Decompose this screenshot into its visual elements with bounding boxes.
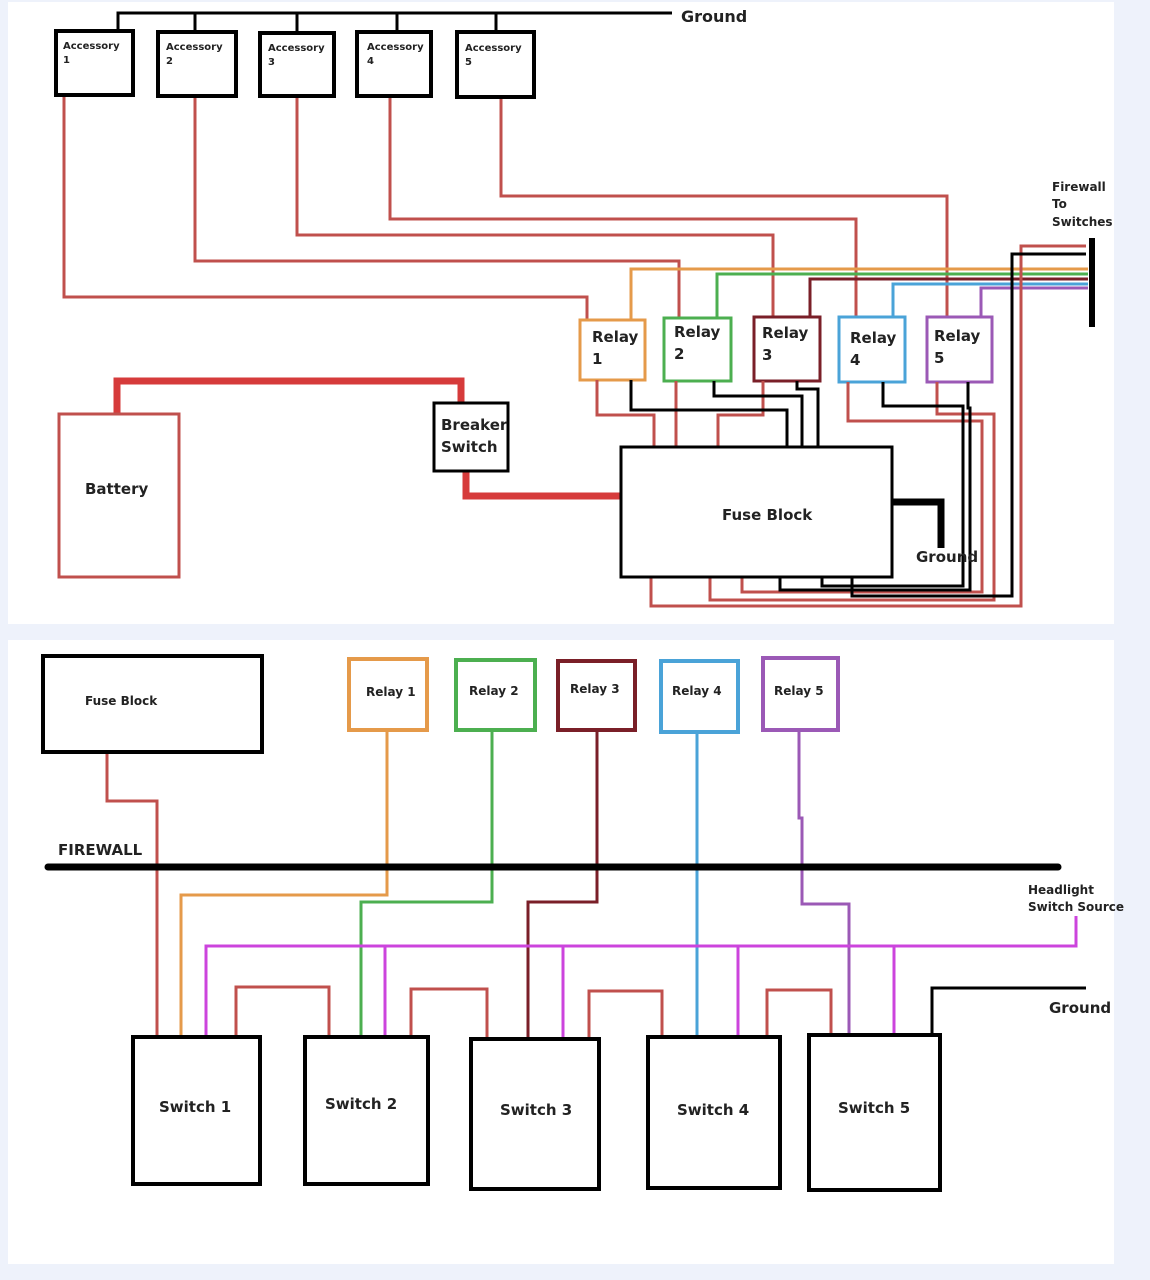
svg-text:4: 4	[850, 351, 860, 369]
accessory-5: Accessory 5	[455, 30, 536, 99]
svg-text:Firewall: Firewall	[1052, 180, 1106, 194]
switch-5: Switch 5	[807, 1033, 942, 1192]
svg-text:2: 2	[166, 56, 173, 67]
svg-text:Switch Source: Switch Source	[1028, 900, 1124, 914]
svg-text:Relay 3: Relay 3	[570, 682, 620, 696]
top-relay-4: Relay 4	[837, 315, 907, 384]
svg-text:Relay: Relay	[592, 328, 639, 346]
svg-text:Battery: Battery	[85, 480, 148, 498]
firewall-label: FIREWALL	[58, 841, 143, 859]
svg-text:1: 1	[592, 350, 602, 368]
accessory-1: Accessory 1	[54, 29, 135, 97]
bottom-feed-wires	[105, 730, 851, 1038]
svg-text:Fuse Block: Fuse Block	[722, 506, 813, 524]
svg-text:2: 2	[674, 345, 684, 363]
battery-main-feed	[113, 377, 623, 500]
svg-text:Accessory: Accessory	[367, 42, 424, 53]
accessory-4: Accessory 4	[355, 30, 433, 98]
top-fuse-block: Fuse Block	[619, 445, 894, 579]
accessory-2: Accessory 2	[156, 30, 238, 98]
svg-text:Headlight: Headlight	[1028, 883, 1094, 897]
svg-text:Switch 5: Switch 5	[838, 1099, 910, 1117]
top-relay-5: Relay 5	[925, 315, 994, 384]
svg-text:Relay 4: Relay 4	[672, 684, 722, 698]
svg-text:Switch 2: Switch 2	[325, 1095, 397, 1113]
svg-text:Breaker: Breaker	[441, 416, 508, 434]
switch-4: Switch 4	[646, 1035, 782, 1190]
top-ground-label: Ground	[681, 7, 747, 26]
accessory-ground-bus	[116, 11, 672, 32]
top-relay-1: Relay 1	[578, 318, 647, 382]
headlight-source-bus	[204, 916, 1078, 1038]
relay-fuse-wires	[595, 244, 1086, 608]
breaker-switch: Breaker Switch	[432, 401, 510, 473]
bottom-fuse-block: Fuse Block	[41, 654, 264, 754]
bottom-relay-4: Relay 4	[659, 659, 740, 734]
svg-text:3: 3	[762, 346, 772, 364]
switch-ground-wire	[930, 986, 1086, 1034]
firewall-to-switches-label: Firewall To Switches	[1052, 180, 1113, 229]
svg-text:Relay 1: Relay 1	[366, 685, 416, 699]
svg-text:Accessory: Accessory	[268, 43, 325, 54]
bottom-relay-5: Relay 5	[761, 656, 840, 732]
switch-3: Switch 3	[469, 1037, 601, 1191]
switch-1: Switch 1	[131, 1035, 262, 1186]
top-panel	[8, 2, 1114, 624]
svg-text:Accessory: Accessory	[63, 41, 120, 52]
svg-text:Accessory: Accessory	[465, 43, 522, 54]
svg-text:Switch 4: Switch 4	[677, 1101, 749, 1119]
svg-text:Relay 5: Relay 5	[774, 684, 824, 698]
svg-text:Switch: Switch	[441, 438, 498, 456]
svg-text:Relay: Relay	[850, 329, 897, 347]
switch-2: Switch 2	[303, 1035, 430, 1186]
bottom-relay-1: Relay 1	[347, 657, 429, 732]
svg-text:Relay: Relay	[674, 323, 721, 341]
fuse-block-ground-strap	[892, 498, 945, 548]
svg-text:To: To	[1052, 197, 1067, 211]
battery: Battery	[57, 412, 181, 579]
bottom-relay-3: Relay 3	[556, 659, 637, 732]
svg-text:4: 4	[367, 56, 374, 67]
svg-text:Relay: Relay	[934, 327, 981, 345]
top-relay-3: Relay 3	[752, 315, 822, 383]
relay-control-wires	[629, 267, 1088, 320]
top-relay-2: Relay 2	[662, 316, 733, 383]
svg-text:Switch 1: Switch 1	[159, 1098, 231, 1116]
svg-text:Relay 2: Relay 2	[469, 684, 519, 698]
bottom-ground-label: Ground	[1049, 999, 1111, 1017]
svg-text:3: 3	[268, 57, 275, 68]
accessory-3: Accessory 3	[258, 31, 336, 98]
svg-text:Accessory: Accessory	[166, 42, 223, 53]
bottom-relay-2: Relay 2	[454, 658, 537, 732]
svg-text:5: 5	[934, 349, 944, 367]
svg-text:Switch 3: Switch 3	[500, 1101, 572, 1119]
fuse-block-ground-label: Ground	[916, 548, 978, 566]
svg-text:Fuse Block: Fuse Block	[85, 694, 158, 708]
svg-text:Relay: Relay	[762, 324, 809, 342]
svg-text:5: 5	[465, 57, 472, 68]
svg-text:1: 1	[63, 55, 70, 66]
switch-jumpers	[234, 985, 833, 1038]
svg-text:Switches: Switches	[1052, 215, 1113, 229]
headlight-switch-source-label: Headlight Switch Source	[1028, 883, 1124, 914]
